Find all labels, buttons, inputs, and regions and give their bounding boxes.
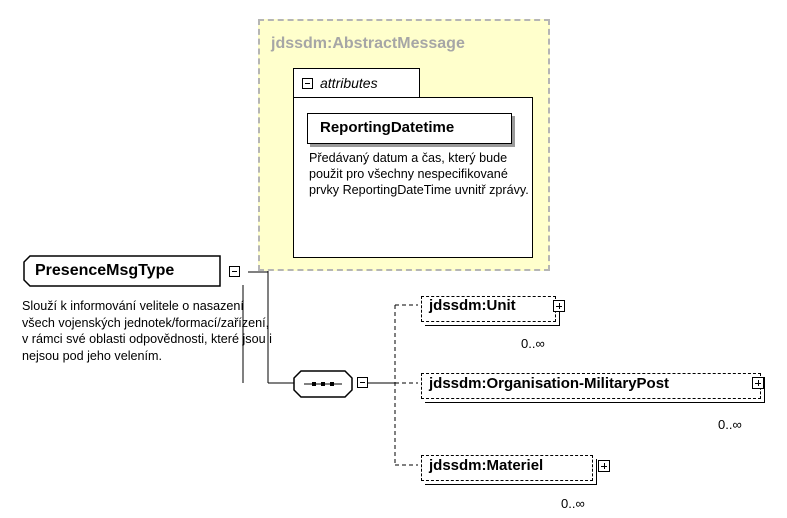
attribute-name: ReportingDatetime [320,119,455,136]
collapse-attributes-icon[interactable] [302,78,313,89]
root-documentation: Slouží k informování velitele o nasazení… [22,299,272,363]
expand-organisation-militarypost-icon[interactable] [752,377,764,389]
element-name-unit: jdssdm:Unit [429,297,516,314]
element-box-unit[interactable] [421,296,556,322]
attributes-label: attributes [320,75,378,91]
expand-unit-icon[interactable] [553,300,565,312]
attribute-box-reportingdatetime[interactable] [307,113,512,144]
root-type-name: PresenceMsgType [35,262,175,279]
root-type-shape[interactable] [22,254,252,292]
attributes-tab [293,68,420,98]
collapse-root-icon[interactable] [229,266,240,277]
element-name-materiel: jdssdm:Materiel [429,457,544,474]
element-box-materiel[interactable] [421,455,593,481]
attribute-documentation: Předávaný datum a čas, který bude použit… [309,151,529,197]
collapse-sequence-icon[interactable] [357,377,368,388]
sequence-compositor-icon[interactable] [292,369,354,399]
occurrence-organisation-militarypost: 0..∞ [718,417,742,432]
occurrence-materiel: 0..∞ [561,496,585,511]
element-name-organisation-militarypost: jdssdm:Organisation-MilitaryPost [429,375,670,392]
expand-materiel-icon[interactable] [598,460,610,472]
occurrence-unit: 0..∞ [521,336,545,351]
element-box-organisation-militarypost[interactable] [421,373,761,399]
base-type-name: jdssdm:AbstractMessage [271,35,465,52]
